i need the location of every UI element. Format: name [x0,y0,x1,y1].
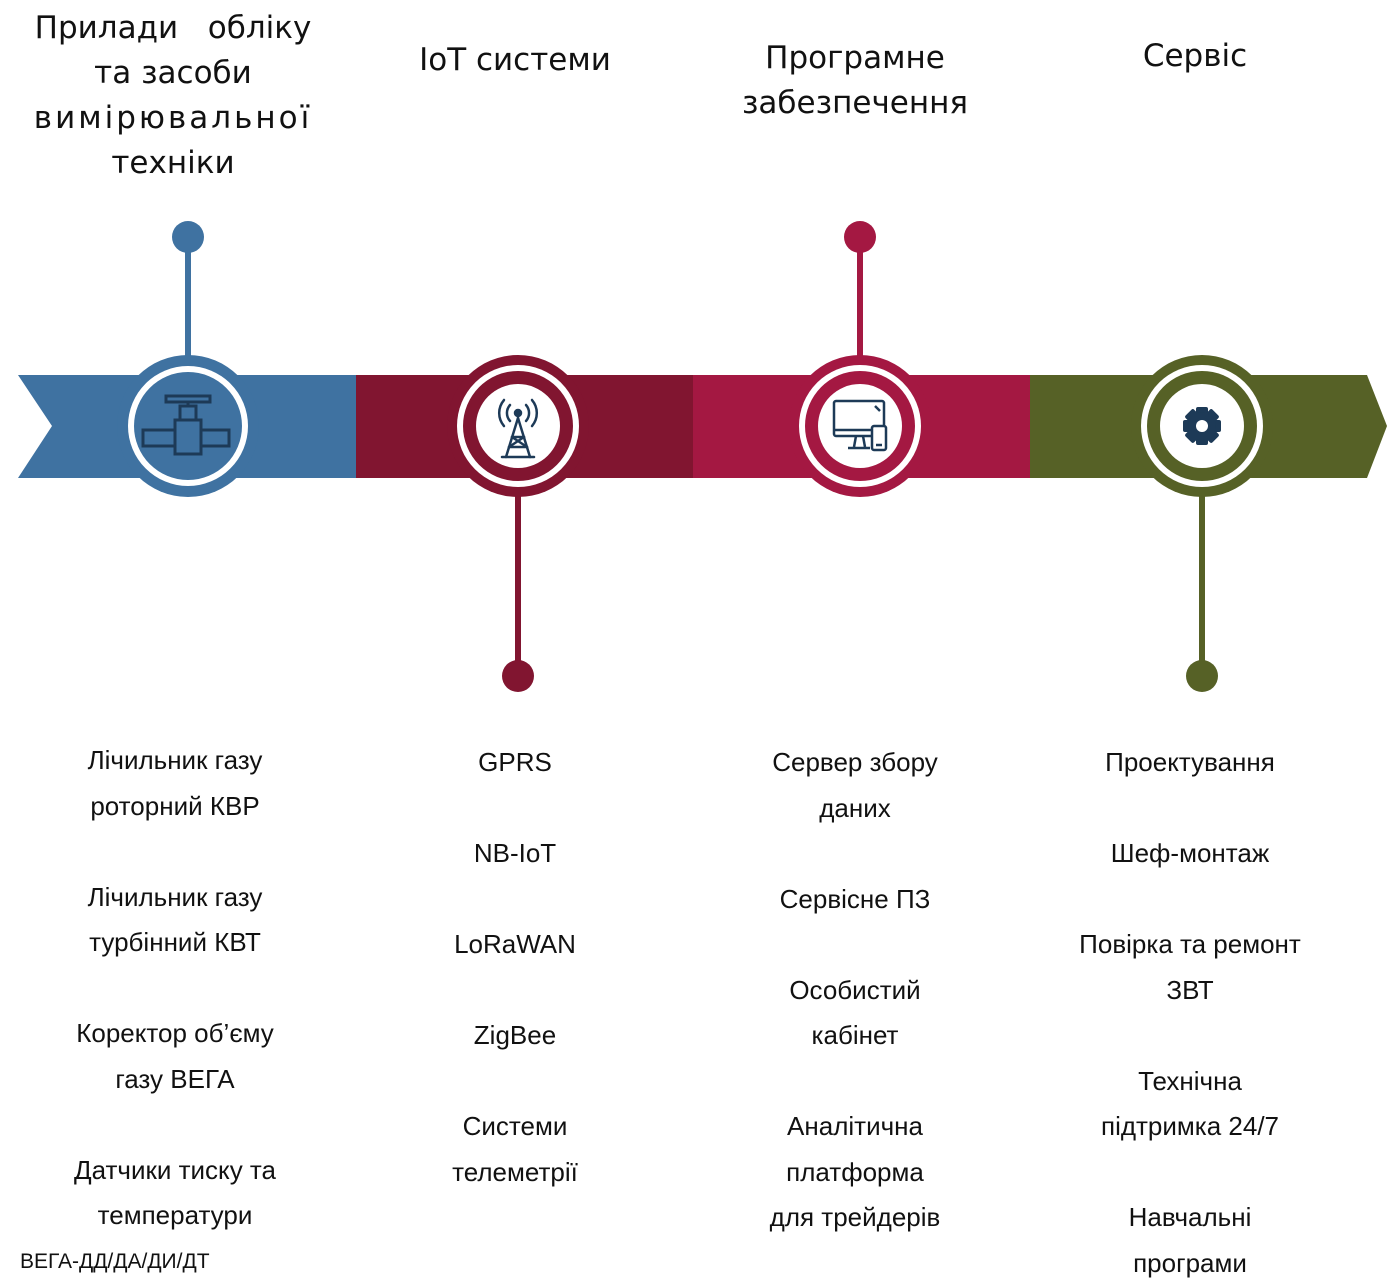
node-2 [447,355,589,497]
item-line: Коректор об’єму [30,1011,320,1057]
item-line: телеметрії [400,1150,630,1196]
connector-3-dot [844,221,876,253]
item-line: Датчики тиску та [30,1148,320,1194]
stage-2-items: GPRS NB-IoT LoRaWAN ZigBee Системи телем… [400,740,630,1195]
node-3 [789,355,931,497]
node-4 [1131,355,1273,497]
item-line: Лічильник газу [30,738,320,784]
item-line: кабінет [720,1013,990,1059]
list-item: GPRS [400,740,630,786]
connector-4-dot [1186,660,1218,692]
item-line: Повірка та ремонт [1050,922,1330,968]
item-line: LoRaWAN [400,922,630,968]
list-item: LoRaWAN [400,922,630,968]
connector-2-dot [502,660,534,692]
list-item: Аналітична платформа для трейдерів [720,1104,990,1241]
node-1 [117,355,259,497]
item-line: ZigBee [400,1013,630,1059]
list-item: Сервісне ПЗ [720,877,990,923]
list-item: Шеф-монтаж [1050,831,1330,877]
list-item: Датчики тиску та температури ВЕГА-ДД/ДА/… [30,1148,320,1285]
item-line: Аналітична [720,1104,990,1150]
item-line: Особистий [720,968,990,1014]
list-item: NB-IoT [400,831,630,877]
list-item: Лічильник газу роторний КВР [30,738,320,829]
item-line: NB-IoT [400,831,630,877]
list-item: Системи телеметрії [400,1104,630,1195]
item-line: Технічна [1050,1059,1330,1105]
item-line: платформа [720,1150,990,1196]
connector-1-dot [172,221,204,253]
item-line: Сервісне ПЗ [720,877,990,923]
item-line: Системи [400,1104,630,1150]
item-line: Проектування [1050,740,1330,786]
list-item: Коректор об’єму газу ВЕГА [30,1011,320,1102]
item-line: ВЕГА-ДД/ДА/ДИ/ДТ [20,1239,320,1285]
item-line: програми [1050,1241,1330,1286]
item-line: GPRS [400,740,630,786]
stage-3-items: Сервер збору даних Сервісне ПЗ Особистий… [720,740,990,1241]
item-line: роторний КВР [30,784,320,830]
list-item: Повірка та ремонт ЗВТ [1050,922,1330,1013]
list-item: Проектування [1050,740,1330,786]
list-item: Лічильник газу турбінний КВТ [30,875,320,966]
gear-icon [1183,407,1221,445]
item-line: температури [30,1193,320,1239]
item-line: даних [720,786,990,832]
item-line: для трейдерів [720,1195,990,1241]
stage-1-items: Лічильник газу роторний КВР Лічильник га… [30,738,320,1284]
list-item: ZigBee [400,1013,630,1059]
stage-4-items: Проектування Шеф-монтаж Повірка та ремон… [1050,740,1330,1286]
list-item: Особистий кабінет [720,968,990,1059]
item-line: газу ВЕГА [30,1057,320,1103]
item-line: Шеф-монтаж [1050,831,1330,877]
list-item: Технічна підтримка 24/7 [1050,1059,1330,1150]
item-line: Навчальні [1050,1195,1330,1241]
item-line: ЗВТ [1050,968,1330,1014]
item-line: підтримка 24/7 [1050,1104,1330,1150]
item-line: Сервер збору [720,740,990,786]
item-line: Лічильник газу [30,875,320,921]
item-line: турбінний КВТ [30,920,320,966]
list-item: Сервер збору даних [720,740,990,831]
list-item: Навчальні програми [1050,1195,1330,1286]
